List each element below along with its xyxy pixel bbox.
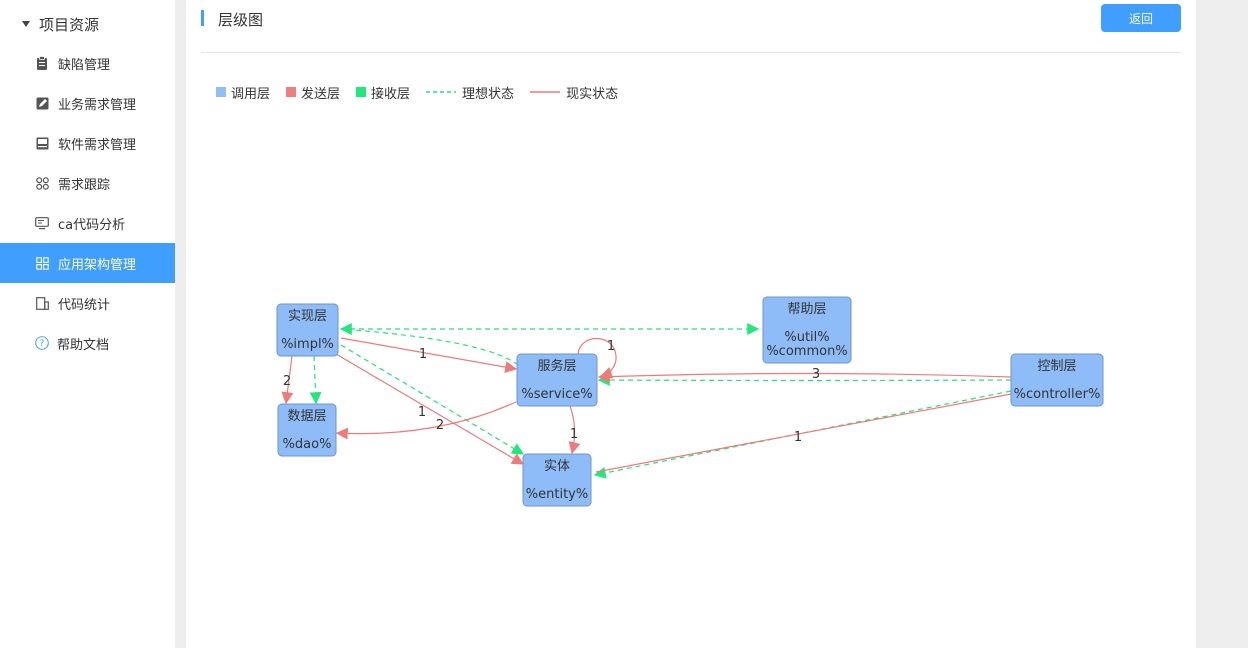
node-service[interactable]: 服务层 %service% [516,353,598,407]
page-title: 层级图 [218,11,264,29]
legend-label: 发送层 [301,86,341,102]
legend-swatch [356,87,367,97]
book-icon [35,136,49,150]
edge-label: 3 [812,367,820,382]
edge-ideal-controller-entity [593,390,1012,479]
edge-actual-service-dao [335,401,517,440]
sidebar-item-label: ca代码分析 [58,217,126,233]
sidebar-item-architecture[interactable]: 应用架构管理 [0,243,175,283]
node-title: 实体 [544,459,570,474]
node-pattern: %service% [521,387,592,402]
node-dao[interactable]: 数据层 %dao% [277,403,337,457]
node-title: 实现层 [288,309,327,324]
edge-actual-impl-service [340,337,518,374]
sidebar-item-label: 软件需求管理 [58,137,137,153]
edge-label: 1 [419,347,427,362]
edge-label: 2 [283,374,291,389]
sidebar: 项目资源 缺陷管理 业务需求管理 软件需求管理 需求跟踪 ca代码分析 [0,0,175,648]
legend-item-call-layer[interactable]: 调用层 [216,83,270,102]
node-pattern: %common% [766,344,847,359]
dashed-line-icon [426,91,457,93]
sidebar-item-label: 帮助文档 [57,337,110,353]
header-divider [201,52,1181,53]
edge-label: 1 [794,430,802,445]
back-button[interactable]: 返回 [1101,4,1181,32]
node-entity[interactable]: 实体 %entity% [522,453,592,507]
sidebar-item-code-analysis[interactable]: ca代码分析 [0,203,175,243]
sidebar-item-label: 缺陷管理 [58,57,111,73]
sidebar-item-label: 应用架构管理 [58,257,137,273]
nodes-icon [35,176,49,190]
edge-actual-impl-dao [281,355,294,405]
node-title: 服务层 [537,358,576,374]
edge-actual-controller-service [597,370,1012,383]
layer-graph: 1 1 3 2 1 2 1 1 实现层 %impl% 帮助层 %util% %c… [276,296,1104,507]
sidebar-group-title[interactable]: 项目资源 [22,12,99,36]
node-title: 控制层 [1037,359,1076,374]
node-impl[interactable]: 实现层 %impl% [276,303,339,357]
legend-label: 接收层 [371,86,411,102]
svg-text:?: ? [40,339,45,349]
sidebar-item-label: 需求跟踪 [58,177,111,193]
legend-swatch [286,87,297,97]
edge-ideal-service-impl [340,328,519,366]
right-gutter [1196,0,1248,648]
main-panel: 层级图 返回 调用层 发送层 接收层 理想状态 现实状态 [186,0,1196,648]
edge-label: 1 [607,339,615,354]
sidebar-item-help-docs[interactable]: ? 帮助文档 [0,323,175,363]
legend: 调用层 发送层 接收层 理想状态 现实状态 [216,82,634,102]
grid-icon [35,256,49,270]
legend-item-ideal-state[interactable]: 理想状态 [426,83,514,102]
edge-label: 1 [418,405,426,420]
legend-item-send-layer[interactable]: 发送层 [286,83,340,102]
legend-item-receive-layer[interactable]: 接收层 [356,83,410,102]
question-icon: ? [35,336,49,350]
sidebar-item-software-req[interactable]: 软件需求管理 [0,123,175,163]
clipboard-icon [35,56,49,70]
monitor-icon [35,216,49,230]
title-accent-bar [201,10,204,26]
edge-actual-impl-entity [335,353,525,465]
legend-label: 现实状态 [566,86,619,102]
edit-icon [35,96,49,110]
caret-down-icon [22,21,30,27]
document-icon [35,296,49,310]
edge-label: 1 [570,427,578,442]
left-gutter [175,0,186,648]
edge-ideal-controller-service [597,374,1012,387]
node-util[interactable]: 帮助层 %util% %common% [762,296,852,364]
node-pattern: %util% [784,330,829,345]
edge-ideal-impl-entity [340,344,525,455]
sidebar-item-business-req[interactable]: 业务需求管理 [0,83,175,123]
sidebar-item-defect[interactable]: 缺陷管理 [0,43,175,83]
node-pattern: %impl% [281,337,334,352]
sidebar-item-code-stats[interactable]: 代码统计 [0,283,175,323]
legend-label: 调用层 [231,86,271,102]
sidebar-item-label: 业务需求管理 [58,97,137,113]
node-title: 帮助层 [787,302,826,317]
legend-label: 理想状态 [462,86,515,102]
edge-label: 2 [436,418,444,433]
legend-swatch [216,87,226,97]
sidebar-item-label: 代码统计 [58,297,111,313]
edge-ideal-impl-dao [309,355,322,405]
sidebar-item-req-trace[interactable]: 需求跟踪 [0,163,175,203]
node-pattern: %entity% [526,487,588,502]
sidebar-group-label: 项目资源 [39,15,100,34]
edge-actual-service-entity [568,405,581,455]
edge-actual-controller-entity [595,393,1012,473]
node-pattern: %controller% [1014,387,1101,402]
legend-item-actual-state[interactable]: 现实状态 [530,83,618,102]
node-pattern: %dao% [283,437,332,452]
node-title: 数据层 [287,409,326,424]
solid-line-icon [530,91,561,93]
node-controller[interactable]: 控制层 %controller% [1010,353,1104,407]
